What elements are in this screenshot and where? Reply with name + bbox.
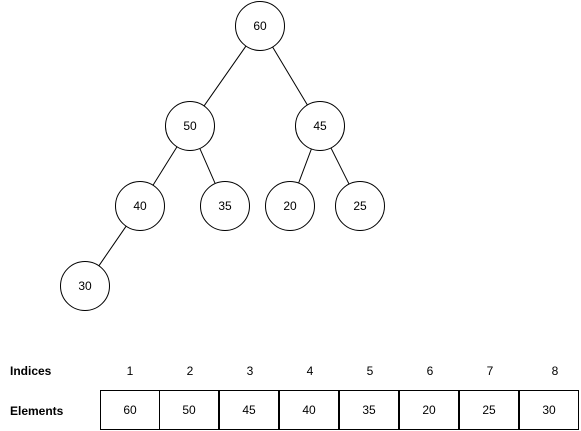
tree-node-circle — [115, 181, 165, 231]
index-cell: 7 — [486, 364, 494, 378]
tree-node: 40 — [115, 181, 165, 231]
tree-node-value: 35 — [218, 199, 232, 213]
tree-edge-n4-n8 — [98, 225, 127, 267]
tree-edge-n1-n3 — [272, 46, 308, 106]
index-cell: 3 — [246, 364, 254, 378]
element-cell: 45 — [219, 390, 279, 430]
element-cell: 40 — [279, 390, 339, 430]
tree-node: 60 — [235, 1, 285, 51]
tree-edge-n3-n7 — [330, 147, 350, 185]
index-cell: 4 — [306, 364, 314, 378]
element-cell: 20 — [399, 390, 459, 430]
elements-label: Elements — [10, 404, 64, 418]
indices-label: Indices — [10, 364, 52, 378]
tree-node-circle — [60, 261, 110, 311]
heap-tree: 60 50 45 40 35 20 25 30 — [60, 1, 385, 311]
tree-node-circle — [295, 101, 345, 151]
tree-edges — [98, 45, 350, 267]
tree-node-circle — [165, 101, 215, 151]
tree-node-circle — [200, 181, 250, 231]
index-cell: 8 — [551, 364, 559, 378]
index-cell: 6 — [426, 364, 434, 378]
tree-node-value: 30 — [78, 279, 92, 293]
element-cell: 60 — [100, 390, 160, 430]
tree-node-value: 50 — [183, 119, 197, 133]
index-cell: 1 — [126, 364, 134, 378]
index-cell: 5 — [366, 364, 374, 378]
tree-edge-n2-n5 — [199, 148, 216, 184]
index-cell: 2 — [186, 364, 194, 378]
tree-node-value: 60 — [253, 19, 267, 33]
tree-node-value: 25 — [353, 199, 367, 213]
tree-node-circle — [265, 181, 315, 231]
element-cell: 25 — [459, 390, 519, 430]
tree-node-value: 20 — [283, 199, 297, 213]
tree-node: 25 — [335, 181, 385, 231]
tree-edge-n2-n4 — [152, 146, 178, 186]
element-cell: 35 — [339, 390, 399, 430]
tree-node: 30 — [60, 261, 110, 311]
tree-nodes: 60 50 45 40 35 20 25 30 — [60, 1, 385, 311]
tree-node-value: 45 — [313, 119, 327, 133]
element-cell: 50 — [159, 390, 219, 430]
tree-node: 20 — [265, 181, 315, 231]
tree-edge-n1-n2 — [203, 45, 247, 107]
tree-node: 45 — [295, 101, 345, 151]
indices-row: 1 2 3 4 5 6 7 8 — [100, 364, 581, 378]
tree-node: 50 — [165, 101, 215, 151]
tree-node-value: 40 — [133, 199, 147, 213]
tree-node: 35 — [200, 181, 250, 231]
tree-node-circle — [335, 181, 385, 231]
tree-edge-n3-n6 — [298, 148, 312, 184]
tree-node-circle — [235, 1, 285, 51]
element-cell: 30 — [519, 390, 579, 430]
